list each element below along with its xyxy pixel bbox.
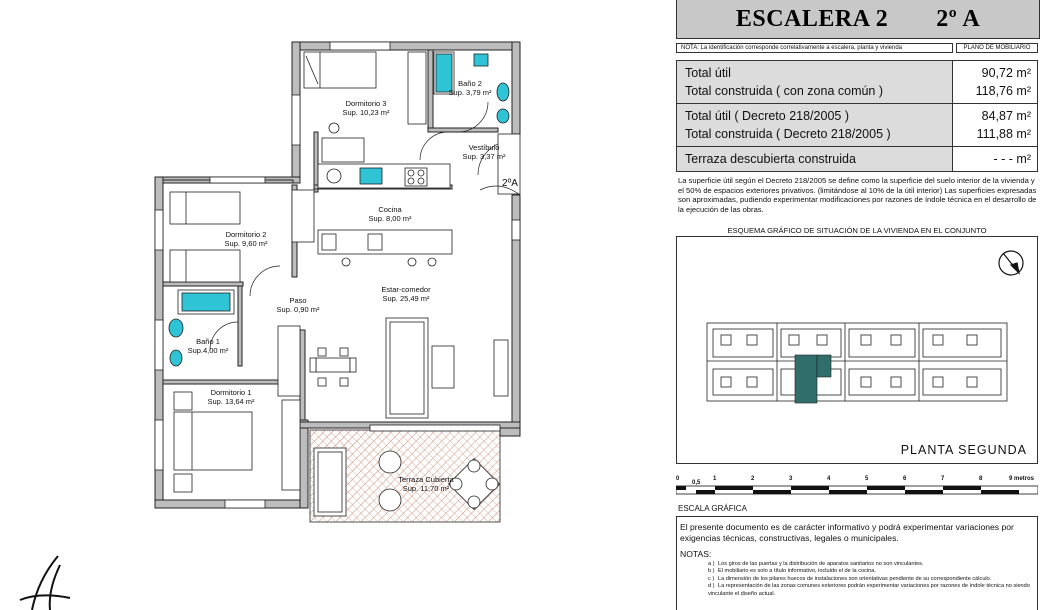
info-text: El presente documento es de carácter inf… <box>680 522 1014 543</box>
floor-plan: Dormitorio 3 Sup. 10,23 m² Baño 2 Sup. 3… <box>19 41 521 610</box>
piso-title: 2º A <box>936 5 981 32</box>
sup-cocina: Sup. 8,00 m² <box>369 214 412 223</box>
label-cocina: Cocina <box>378 205 402 214</box>
list-item: a )Los giros de las puertas y la distrib… <box>708 561 924 567</box>
disclaimer-text: La superficie útil según el Decreto 218/… <box>678 176 1037 214</box>
highlighted-unit-part <box>816 354 832 378</box>
bano2-fixtures <box>433 51 510 124</box>
sup-bano2: Sup. 3,79 m² <box>449 88 492 97</box>
label-bano2: Baño 2 <box>458 79 482 88</box>
surface-value: 118,76 m² <box>975 84 1031 98</box>
scale-tick-label: 9 metros <box>1009 476 1035 482</box>
label-estar: Estar-comedor <box>381 285 431 294</box>
plano-label: PLANO DE MOBILIARIO <box>956 43 1038 53</box>
label-terraza: Terraza Cubierta <box>398 475 454 484</box>
sup-dormitorio1: Sup. 13,64 m² <box>207 397 255 406</box>
surface-value: 84,87 m² <box>981 109 1031 123</box>
scale-tick-label: 4 <box>827 476 831 482</box>
table-row-group-2: Total útil ( Decreto 218/2005 ) Total co… <box>677 104 1037 147</box>
room-labels: Dormitorio 3 Sup. 10,23 m² Baño 2 Sup. 3… <box>188 79 519 493</box>
escalera-title: ESCALERA 2 <box>735 5 889 32</box>
scale-tick-label: 0 <box>676 476 680 482</box>
scale-tick-label: 5 <box>865 476 869 482</box>
site-schema: PLANTA SEGUNDA <box>676 236 1038 464</box>
scale-tick-label: 8 <box>979 476 983 482</box>
escala-grafica-label: ESCALA GRÁFICA <box>678 504 747 513</box>
sup-vestibulo: Sup. 3,37 m² <box>463 152 506 161</box>
label-bano1: Baño 1 <box>196 337 220 346</box>
scale-tick-label: 2 <box>751 476 755 482</box>
scale-tick-label: 7 <box>941 476 945 482</box>
label-vestibulo: Vestíbulo <box>469 143 500 152</box>
list-item: c )La dimensión de los pilares huecos de… <box>708 575 992 582</box>
surface-label: Total útil ( Decreto 218/2005 ) <box>685 109 849 123</box>
sup-dormitorio3: Sup. 10,23 m² <box>342 108 390 117</box>
info-box: El presente documento es de carácter inf… <box>676 516 1038 610</box>
surface-value: 111,88 m² <box>976 127 1031 141</box>
surface-label: Total construida ( con zona común ) <box>685 84 884 98</box>
bano1-fixtures <box>168 289 235 367</box>
list-item: b )El mobiliario es solo a título inform… <box>708 568 876 575</box>
esquema-title: ESQUEMA GRÁFICO DE SITUACIÓN DE LA VIVIE… <box>727 226 987 235</box>
dormitorio1-furniture <box>173 325 301 493</box>
scale-tick-label: 3 <box>789 476 793 482</box>
dormitorio2-furniture <box>169 189 315 283</box>
surfaces-table: Total útil Total construida ( con zona c… <box>676 60 1038 172</box>
entrance <box>479 133 521 196</box>
building-footprint <box>706 322 1008 402</box>
highlighted-unit <box>794 354 818 404</box>
scale-tick-label: 0,5 <box>692 480 701 486</box>
surface-label: Total útil <box>685 66 731 80</box>
graphic-scale: 0 0,5 1 2 3 4 5 6 7 8 9 metros <box>675 472 1039 502</box>
terrace-furniture <box>313 447 501 517</box>
surface-value: 90,72 m² <box>981 66 1031 80</box>
site-plan-drawing <box>706 250 1024 404</box>
scale-tick-label: 1 <box>713 476 717 482</box>
scale-tick-label: 6 <box>903 476 907 482</box>
header-banner: ESCALERA 2 2º A <box>676 0 1040 39</box>
label-dormitorio3: Dormitorio 3 <box>346 99 387 108</box>
surface-value: - - - m² <box>993 152 1031 166</box>
windows <box>154 41 521 509</box>
dormitorio3-furniture <box>303 51 427 163</box>
notas-title: NOTAS: <box>680 549 712 559</box>
planta-label: PLANTA SEGUNDA <box>900 443 1027 457</box>
north-arrow-icon <box>998 250 1024 276</box>
scale-bar: 0 0,5 1 2 3 4 5 6 7 8 9 metros <box>675 476 1039 495</box>
info-panel: ESCALERA 2 2º A NOTA: La identificación … <box>675 0 1040 610</box>
label-paso: Paso <box>289 296 306 305</box>
sup-estar: Sup. 25,49 m² <box>382 294 430 303</box>
nota-identificacion: NOTA: La identificación corresponde corr… <box>676 43 953 53</box>
list-item: d )La representación de las zonas comune… <box>708 583 1030 597</box>
label-dormitorio2: Dormitorio 2 <box>226 230 267 239</box>
surface-label: Terraza descubierta construida <box>685 152 856 166</box>
note-line: NOTA: La identificación corresponde corr… <box>676 43 1038 53</box>
kitchen-furniture <box>317 163 453 267</box>
label-dormitorio1: Dormitorio 1 <box>211 388 252 397</box>
living-furniture <box>309 317 509 419</box>
notas-list: a )Los giros de las puertas y la distrib… <box>680 561 1034 598</box>
sup-bano1: Sup.4,00 m² <box>188 346 229 355</box>
sup-terraza: Sup. 11,70 m² <box>403 484 450 493</box>
sup-paso: Sup. 0,90 m² <box>277 305 320 314</box>
brand-logo <box>19 555 71 610</box>
table-row-group-1: Total útil Total construida ( con zona c… <box>677 61 1037 104</box>
label-unit: 2ºA <box>502 178 518 189</box>
table-row-group-3: Terraza descubierta construida - - - m² <box>677 147 1037 171</box>
surface-label: Total construida ( Decreto 218/2005 ) <box>685 127 891 141</box>
sup-dormitorio2: Sup. 9,60 m² <box>225 239 268 248</box>
